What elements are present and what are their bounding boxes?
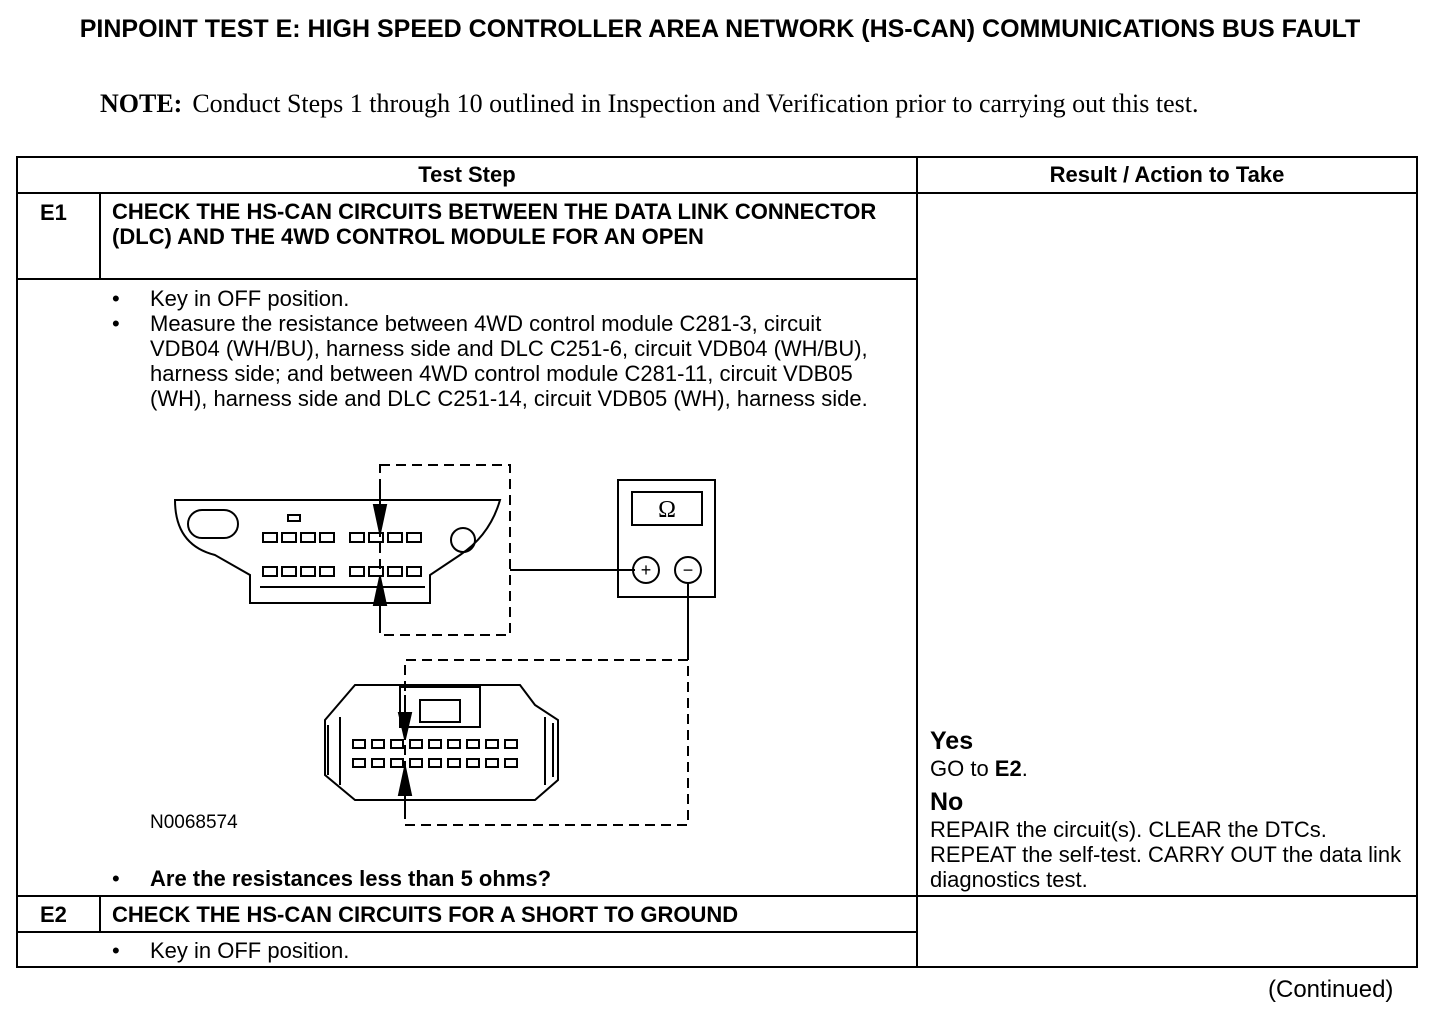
meter-plus-label: + <box>641 560 652 580</box>
e1-bullet-1: Key in OFF position. <box>150 286 350 311</box>
step-id-e2: E2 <box>40 902 67 927</box>
bullet-symbol: • <box>112 286 120 311</box>
no-label: No <box>930 788 964 816</box>
dlc-connector-icon <box>173 499 502 604</box>
page-title: PINPOINT TEST E: HIGH SPEED CONTROLLER A… <box>79 15 1361 43</box>
e1-bullet-2: Measure the resistance between 4WD contr… <box>150 311 868 411</box>
yes-label: Yes <box>930 727 974 755</box>
step-id-e1: E1 <box>40 200 67 225</box>
figure-id: N0068574 <box>150 812 238 833</box>
wiring-diagram: Ω + − <box>173 464 716 826</box>
header-test-step: Test Step <box>418 162 516 187</box>
meter-minus-label: − <box>683 560 694 580</box>
e2-bullet-1: Key in OFF position. <box>150 938 350 963</box>
bullet-symbol: • <box>112 311 120 336</box>
ohmmeter-icon <box>617 479 716 598</box>
module-connector-icon <box>324 684 559 801</box>
step-title-e1: CHECK THE HS-CAN CIRCUITS BETWEEN THE DA… <box>112 199 877 249</box>
header-result: Result / Action to Take <box>1049 162 1285 187</box>
e1-question: Are the resistances less than 5 ohms? <box>150 866 552 891</box>
note-label: NOTE: <box>100 89 183 118</box>
yes-text-suffix: . <box>1021 756 1028 781</box>
ohm-symbol: Ω <box>658 497 676 523</box>
bullet-symbol: • <box>112 938 120 963</box>
note-text: Conduct Steps 1 through 10 outlined in I… <box>192 89 1199 118</box>
bullet-symbol: • <box>112 866 120 891</box>
yes-target: E2 <box>994 756 1022 781</box>
yes-text: GO to E2. <box>930 756 1410 781</box>
continued-label: (Continued) <box>1268 976 1394 1003</box>
no-text: REPAIR the circuit(s). CLEAR the DTCs. R… <box>930 817 1402 892</box>
note: NOTE: Conduct Steps 1 through 10 outlined… <box>100 88 1300 119</box>
step-title-e2: CHECK THE HS-CAN CIRCUITS FOR A SHORT TO… <box>112 902 739 927</box>
yes-text-prefix: GO to <box>930 756 995 781</box>
